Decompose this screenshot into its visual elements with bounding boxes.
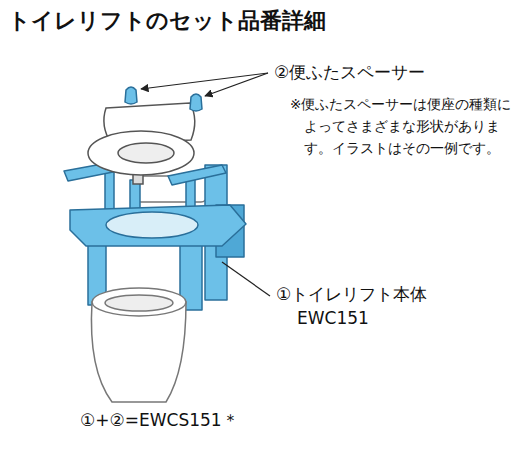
spacer-piece [190,94,202,111]
platform-opening [106,212,198,238]
bowl-body [91,302,186,402]
set-number: ①+②=EWCS151＊ [80,410,239,430]
lift-frame [64,160,246,310]
toilet-seat [88,103,195,184]
page-title: トイレリフトのセット品番詳細 [8,8,326,34]
seat-ring [88,131,194,175]
lid-spacer [125,87,202,111]
toilet-bowl [91,288,186,402]
model-number: EWC151 [297,308,369,328]
leader-line [205,73,268,96]
frame-platform [70,205,246,246]
part-label: ①トイレリフト本体 [276,284,427,304]
leader-lines [141,73,270,296]
bowl-opening [105,295,173,311]
leader-line [141,73,268,89]
leader-line [222,262,270,296]
seat-opening [118,143,174,163]
part-label: ②便ふたスペーサー [274,62,425,82]
bowl-rim [92,288,186,316]
spacer-piece [125,87,137,104]
note-text: ※便ふたスペーサーは便座の種類によってさまざまな形状があります。イラストはその一… [290,93,515,159]
